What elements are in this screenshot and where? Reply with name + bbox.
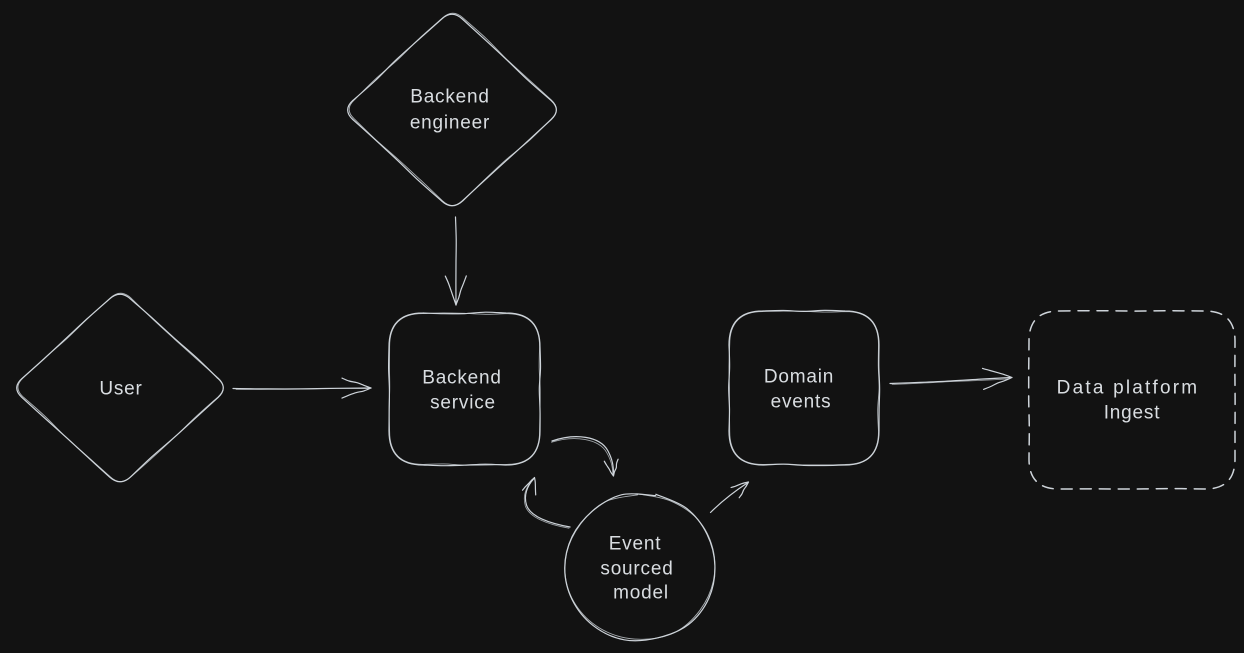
svg-text:service: service [430, 393, 496, 414]
svg-text:Event: Event [609, 534, 662, 555]
svg-text:Data platform: Data platform [1057, 378, 1200, 399]
svg-text:Backend: Backend [410, 87, 490, 108]
svg-text:model: model [613, 583, 669, 604]
svg-text:Backend: Backend [422, 368, 502, 389]
svg-text:Domain: Domain [764, 367, 834, 388]
svg-text:User: User [99, 379, 142, 400]
svg-text:Ingest: Ingest [1104, 403, 1161, 424]
svg-text:sourced: sourced [600, 559, 673, 580]
svg-text:events: events [771, 392, 832, 413]
svg-text:engineer: engineer [410, 113, 490, 134]
